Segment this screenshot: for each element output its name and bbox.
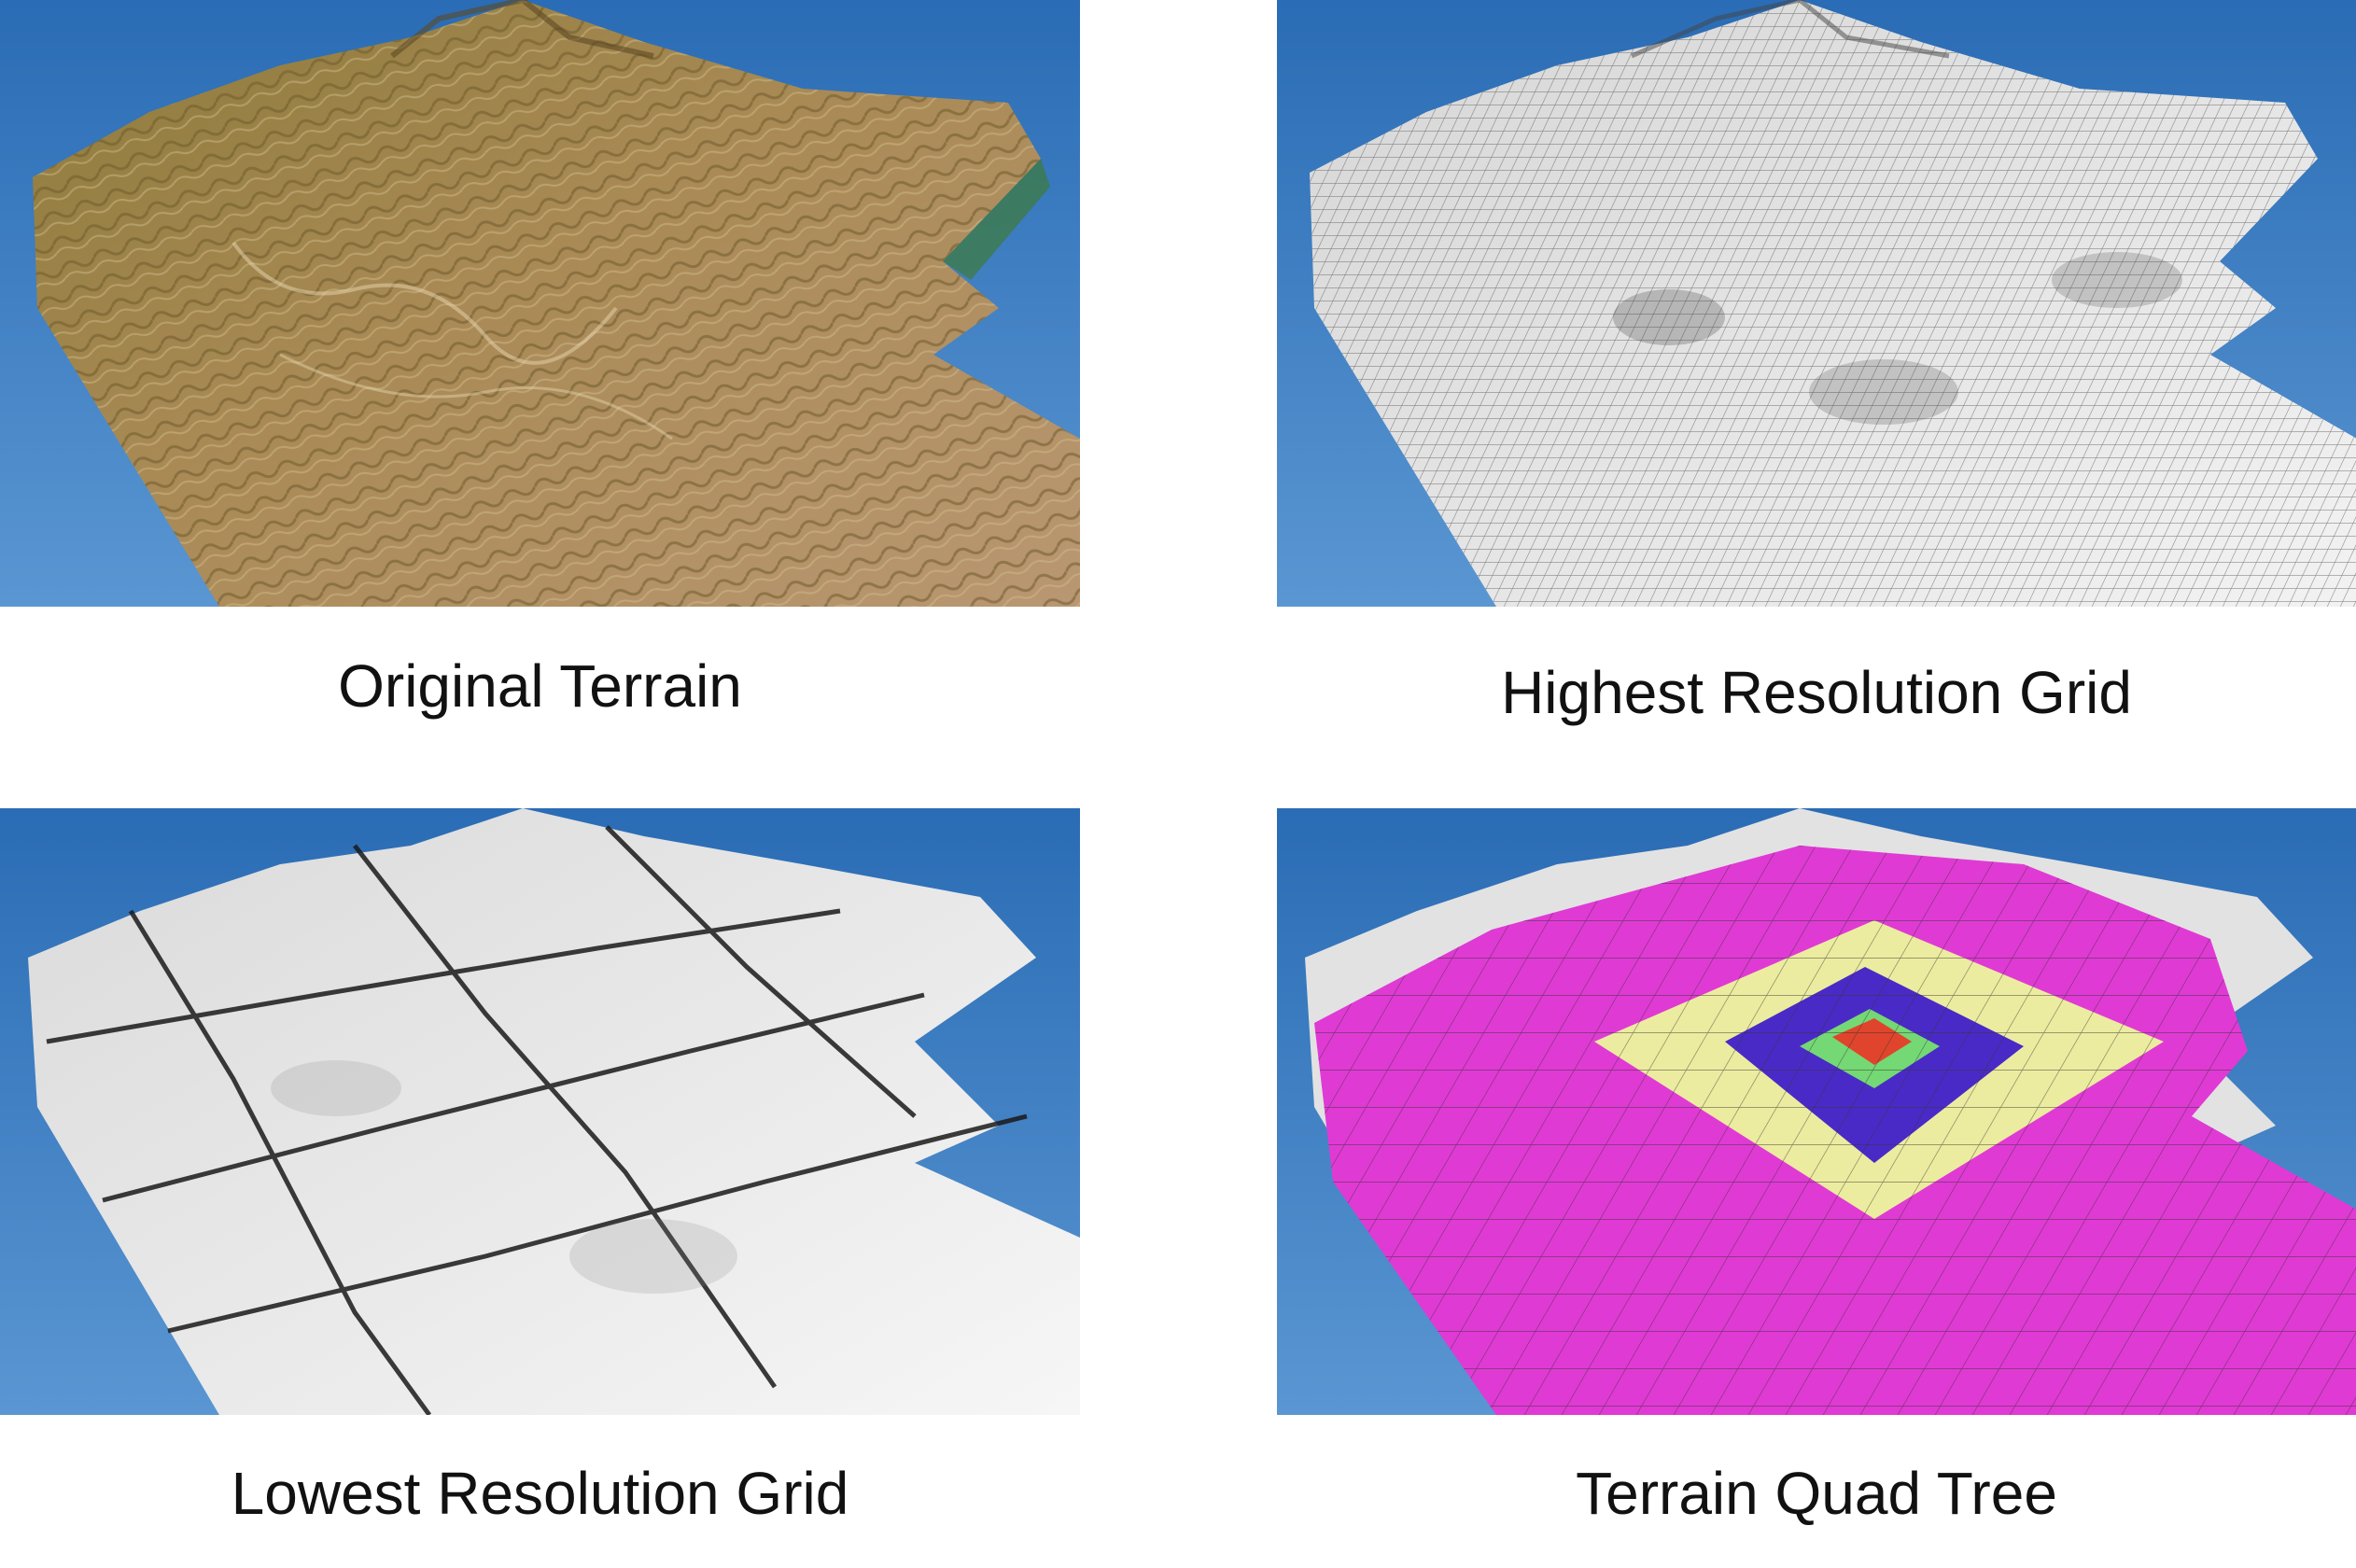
original-terrain-image bbox=[0, 0, 1080, 607]
panel-lowest-resolution-grid bbox=[0, 808, 1080, 1415]
terrain-surface bbox=[28, 808, 1080, 1415]
lowest-resolution-grid-image bbox=[0, 808, 1080, 1415]
highest-resolution-grid-image bbox=[1277, 0, 2356, 607]
caption-original-terrain: Original Terrain bbox=[338, 652, 742, 720]
caption-lowest-resolution-grid: Lowest Resolution Grid bbox=[231, 1460, 849, 1527]
caption-highest-resolution-grid: Highest Resolution Grid bbox=[1501, 659, 2132, 726]
caption-terrain-quad-tree: Terrain Quad Tree bbox=[1576, 1460, 2057, 1527]
panel-original-terrain bbox=[0, 0, 1080, 607]
panel-terrain-quad-tree bbox=[1277, 808, 2356, 1415]
terrain-quad-tree-image bbox=[1277, 808, 2356, 1415]
panel-highest-resolution-grid bbox=[1277, 0, 2356, 607]
